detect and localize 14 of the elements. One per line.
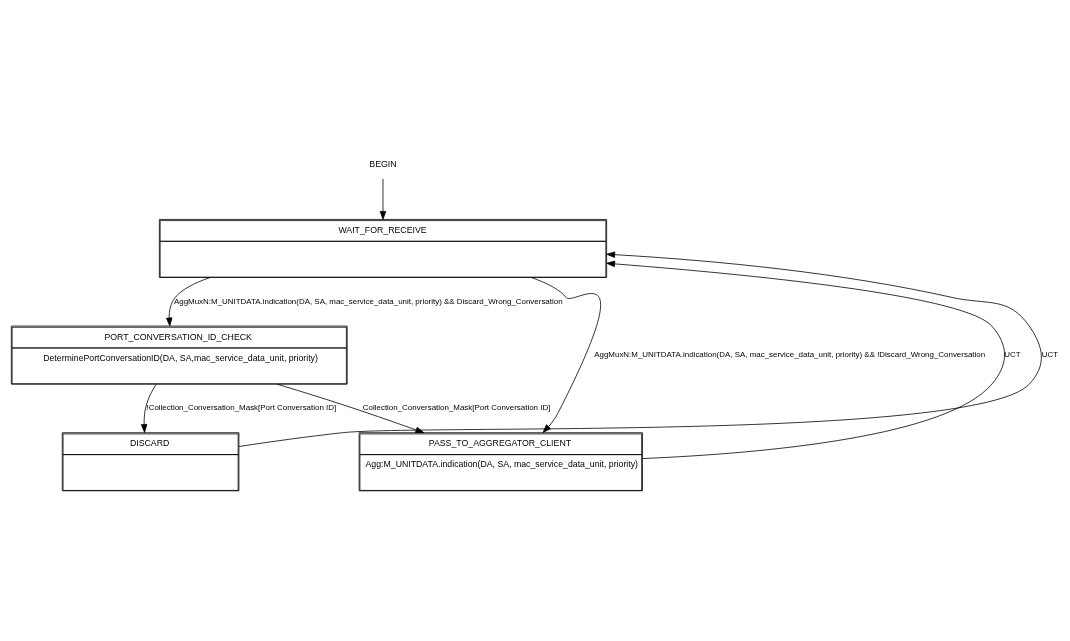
arrow	[606, 260, 1005, 459]
edge-label: AggMuxN:M_UNITDATA.indication(DA, SA, mac_service_data_unit, priority) && Discard_Wrong_Conversation	[173, 296, 563, 306]
arrow	[379, 178, 387, 220]
edge-label: AggMuxN:M_UNITDATA.indication(DA, SA, mac_service_data_unit, priority) && !Discard_Wrong_Conversation	[594, 350, 986, 360]
node-text: BEGIN	[369, 158, 397, 169]
arrow	[276, 383, 425, 434]
edge-label: UCT	[1041, 350, 1059, 360]
arrow	[166, 277, 211, 327]
edge-label: Collection_Conversation_Mask[Port Conversation ID]	[362, 403, 551, 413]
edge-label: !Collection_Conversation_Mask[Port Conversation ID]	[146, 403, 337, 413]
arrow	[238, 251, 1042, 447]
arrow	[531, 277, 601, 433]
arrow	[140, 383, 157, 433]
edge-label: UCT	[1004, 350, 1021, 360]
